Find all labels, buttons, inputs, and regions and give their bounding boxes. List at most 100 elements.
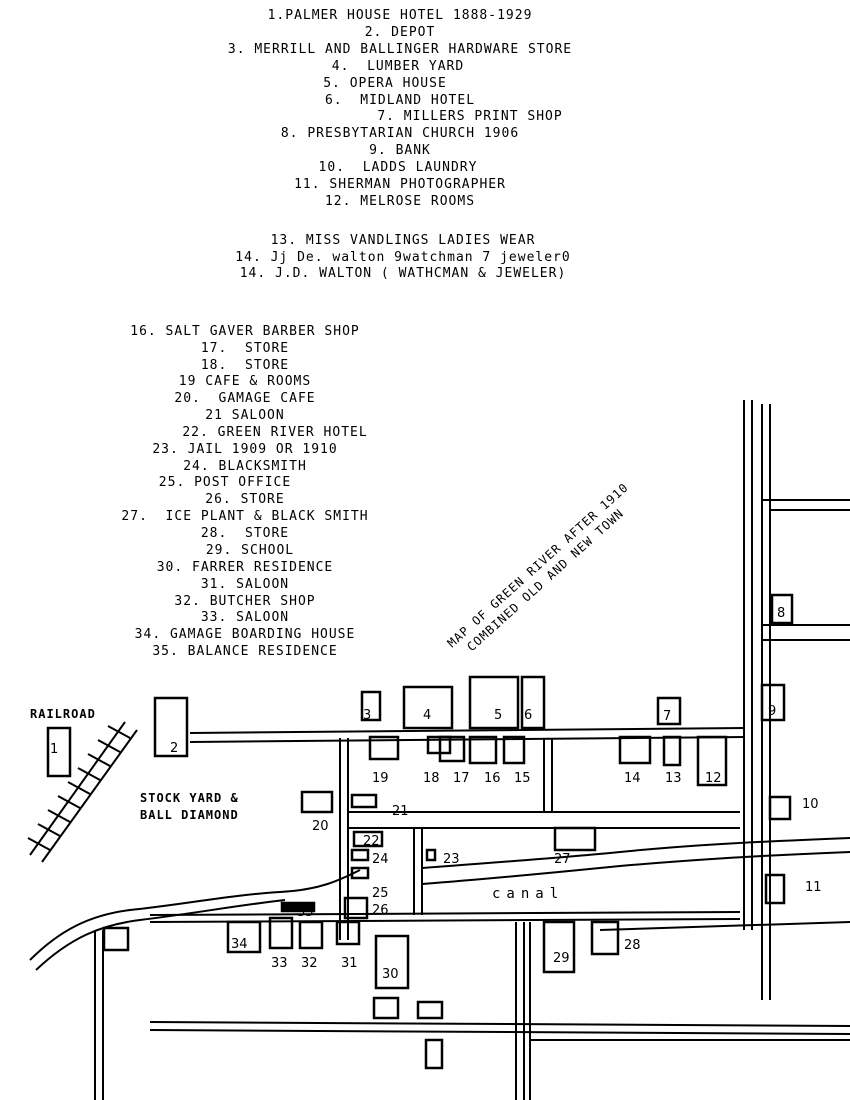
map-number-15: 15 [514,771,531,786]
map-number-3: 3 [363,708,371,723]
map-number-25: 25 [372,886,389,901]
map-number-11: 11 [805,880,822,895]
railroad-track [27,721,138,863]
map-number-30: 30 [382,967,399,982]
map-number-8: 8 [777,606,785,621]
building-13 [662,735,682,767]
legend-item-24: 24. BLACKSMITH [183,459,307,474]
building-14 [618,735,652,765]
map-title: MAP OF GREEN RIVER AFTER 1910 COMBINED O… [445,480,632,654]
legend-item-25: 25. POST OFFICE [158,475,292,490]
building-35 [280,901,316,913]
building-16 [468,735,498,765]
building-34 [226,920,262,954]
legend-item-12: 12. MELROSE ROOMS [324,194,476,209]
legend-item-32: 32. BUTCHER SHOP [174,594,316,609]
legend-item-26: 26. STORE [205,492,285,507]
building-unlabeled-d [424,1038,444,1070]
map-number-23: 23 [443,852,460,867]
building-31 [335,920,361,946]
building-2 [153,696,189,758]
railroad-label: RAILROAD [30,707,96,721]
building-8 [770,593,794,625]
building-30 [374,934,410,990]
map-number-16: 16 [484,771,501,786]
building-7 [656,696,682,726]
building-11 [764,873,786,905]
legend-item-34: 34. GAMAGE BOARDING HOUSE [134,627,356,642]
legend-item-30: 30. FARRER RESIDENCE [156,560,334,575]
legend-item-16: 16. SALT GAVER BARBER SHOP [130,324,360,339]
legend-item-9: 9. BANK [369,143,431,158]
legend-item-2: 2. DEPOT [364,25,436,40]
canal [421,837,850,885]
building-5 [468,675,520,730]
legend-item-11: 11. SHERMAN PHOTOGRAPHER [294,177,506,192]
building-12 [696,735,728,787]
legend-item-23: 23. JAIL 1909 OR 1910 [152,442,338,457]
map-number-13: 13 [665,771,682,786]
buildings [46,593,794,1070]
legend-item-14b: 14. J.D. WALTON ( WATHCMAN & JEWELER) [239,266,567,281]
building-26 [343,896,369,920]
map-title-line1: MAP OF GREEN RIVER AFTER 1910 [445,480,632,650]
map-title-line2: COMBINED OLD AND NEW TOWN [464,506,626,654]
building-28 [590,920,620,956]
legend-item-27: 27. ICE PLANT & BLACK SMITH [121,509,369,524]
legend-item-33: 33. SALOON [200,610,290,625]
building-unlabeled-c [416,1000,444,1020]
legend-item-8: 8. PRESBYTARIAN CHURCH 1906 [280,126,520,141]
map-number-26: 26 [372,903,389,918]
map-number-33: 33 [271,956,288,971]
building-9 [760,683,786,722]
map-number-14: 14 [624,771,641,786]
map-number-18: 18 [423,771,440,786]
map-number-20: 20 [312,819,329,834]
building-legend: 1.PALMER HOUSE HOTEL 1888-1929 2. DEPOT … [121,8,573,659]
map-number-28: 28 [624,938,641,953]
streets [94,400,850,1100]
map-numbers: 1 2 3 4 5 6 7 8 9 10 11 12 13 14 15 16 1… [50,606,822,982]
building-25 [350,866,370,880]
legend-item-20: 20. GAMAGE CAFE [174,391,316,406]
building-15 [502,735,526,765]
map-number-35: 35 [297,905,314,920]
canal-label: canal [492,886,564,902]
map-number-29: 29 [553,951,570,966]
map-number-17: 17 [453,771,470,786]
legend-item-3: 3. MERRILL AND BALLINGER HARDWARE STORE [227,42,573,57]
legend-item-4: 4. LUMBER YARD [331,59,465,74]
legend-item-18: 18. STORE [200,358,290,373]
map-number-4: 4 [423,708,431,723]
map-number-12: 12 [705,771,722,786]
river [29,869,361,971]
building-19 [368,735,400,761]
map-number-21: 21 [392,804,409,819]
building-21 [350,793,378,809]
building-1 [46,726,72,778]
legend-item-35: 35. BALANCE RESIDENCE [152,644,338,659]
legend-item-28: 28. STORE [200,526,290,541]
map-number-6: 6 [524,708,532,723]
map-number-5: 5 [494,708,502,723]
legend-item-29: 29. SCHOOL [205,543,295,558]
building-18 [426,735,452,755]
stockyard-label-line1: STOCK YARD & [140,791,239,805]
map-number-27: 27 [554,852,571,867]
building-17 [438,735,466,763]
legend-item-14a: 14. Jj De. walton 9watchman 7 jeweler0 [235,250,571,265]
map-number-2: 2 [170,741,178,756]
legend-item-19: 19 CAFE & ROOMS [178,374,312,389]
map-number-22: 22 [363,834,380,849]
map-number-9: 9 [768,704,776,719]
building-6 [520,675,546,730]
legend-item-22: 22. GREEN RIVER HOTEL [182,425,368,440]
map-number-32: 32 [301,956,318,971]
map-number-10: 10 [802,797,819,812]
map-number-34: 34 [231,937,248,952]
stockyard-label-line2: BALL DIAMOND [140,808,239,822]
building-3 [360,690,382,722]
legend-item-21: 21 SALOON [205,408,285,423]
building-22 [352,830,384,848]
legend-item-10: 10. LADDS LAUNDRY [318,160,478,175]
